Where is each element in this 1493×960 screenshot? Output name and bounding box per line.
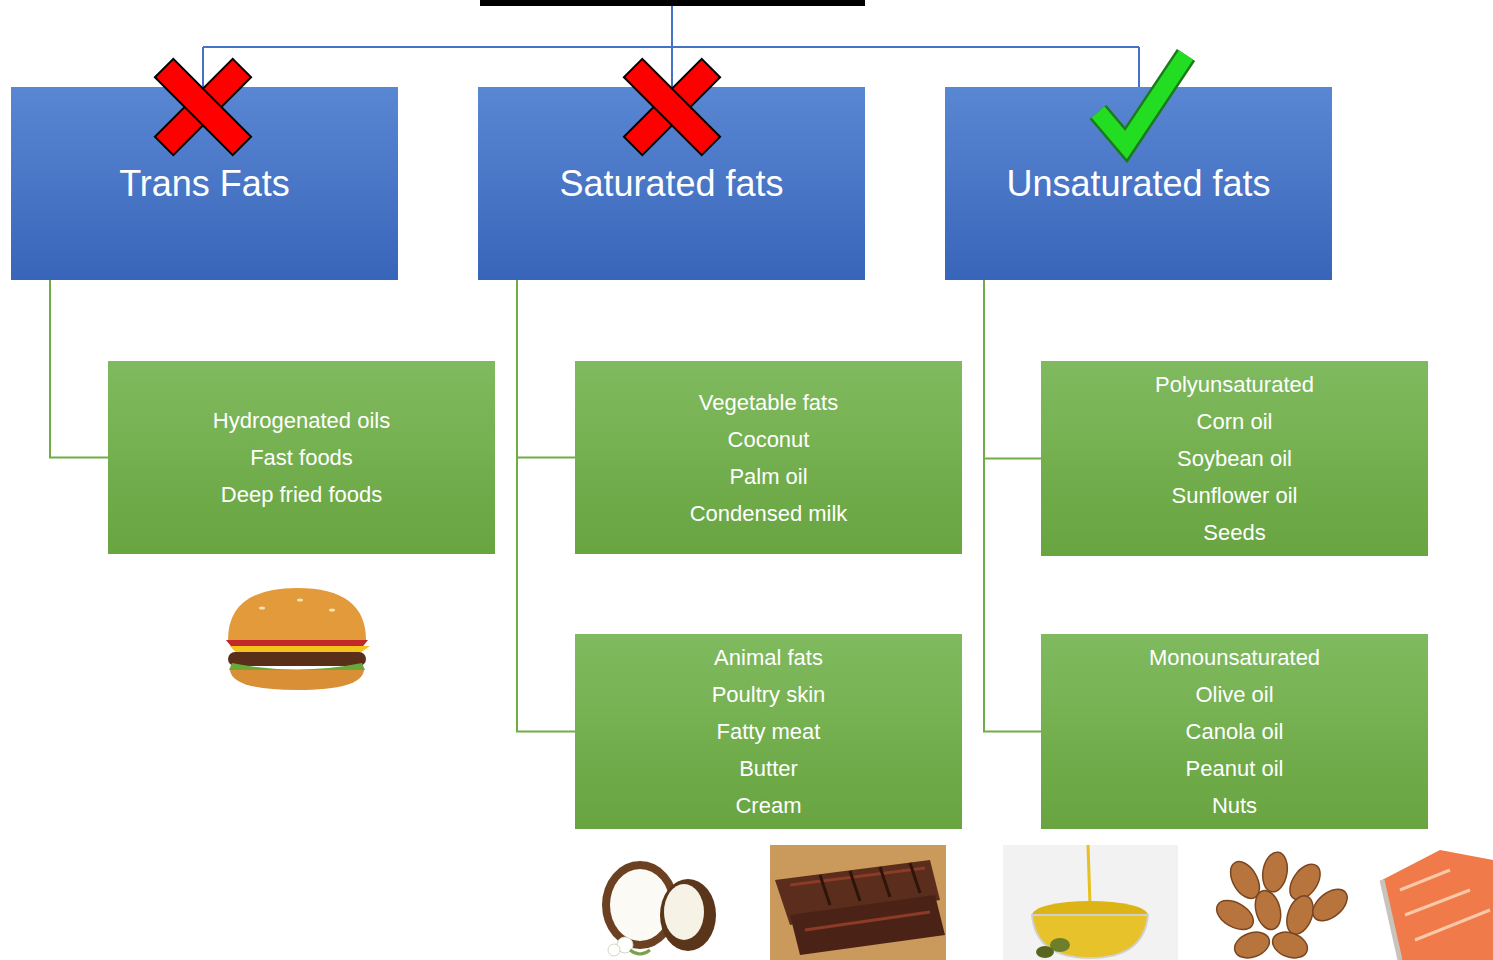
food-item: Animal fats (714, 639, 823, 676)
food-item: Soybean oil (1177, 440, 1292, 477)
food-item: Monounsaturated (1149, 639, 1320, 676)
tree-line (203, 6, 1139, 87)
food-item: Cream (735, 787, 801, 824)
food-list-box: Animal fatsPoultry skinFatty meatButterC… (575, 634, 962, 829)
oil-picture (1003, 845, 1178, 960)
food-item: Fast foods (250, 439, 353, 476)
connector-line (984, 280, 1041, 459)
food-item: Polyunsaturated (1155, 366, 1314, 403)
food-item: Fatty meat (717, 713, 821, 750)
food-item: Canola oil (1186, 713, 1284, 750)
food-item: Poultry skin (712, 676, 826, 713)
food-list-box: PolyunsaturatedCorn oilSoybean oilSunflo… (1041, 361, 1428, 556)
cross-mark (155, 59, 251, 155)
top-tree (203, 0, 1139, 87)
category-box: Trans Fats (11, 87, 398, 280)
food-item: Palm oil (729, 458, 807, 495)
category-title: Unsaturated fats (1006, 163, 1270, 205)
food-list-box: MonounsaturatedOlive oilCanola oilPeanut… (1041, 634, 1428, 829)
burger-picture (226, 588, 370, 690)
coconut-picture (602, 861, 716, 956)
steak-picture (770, 845, 946, 960)
almonds-picture (1212, 850, 1353, 960)
salmon-picture (1382, 850, 1493, 960)
food-item: Sunflower oil (1172, 477, 1298, 514)
category-box: Unsaturated fats (945, 87, 1332, 280)
connector-line (984, 280, 1041, 732)
category-box: Saturated fats (478, 87, 865, 280)
food-item: Condensed milk (690, 495, 848, 532)
connector-line (517, 280, 575, 458)
food-item: Peanut oil (1186, 750, 1284, 787)
food-list-box: Hydrogenated oilsFast foodsDeep fried fo… (108, 361, 495, 554)
food-item: Coconut (728, 421, 810, 458)
check-mark (1098, 55, 1186, 145)
food-item: Olive oil (1195, 676, 1273, 713)
connector-line (50, 280, 108, 458)
food-item: Seeds (1203, 514, 1265, 551)
food-item: Corn oil (1197, 403, 1273, 440)
category-title: Trans Fats (119, 163, 290, 205)
category-title: Saturated fats (559, 163, 783, 205)
food-item: Butter (739, 750, 798, 787)
food-item: Deep fried foods (221, 476, 382, 513)
title-bar (480, 0, 865, 6)
connector-line (517, 280, 575, 732)
cross-mark (624, 59, 720, 155)
food-item: Nuts (1212, 787, 1257, 824)
food-list-box: Vegetable fatsCoconutPalm oilCondensed m… (575, 361, 962, 554)
food-item: Vegetable fats (699, 384, 838, 421)
food-item: Hydrogenated oils (213, 402, 390, 439)
